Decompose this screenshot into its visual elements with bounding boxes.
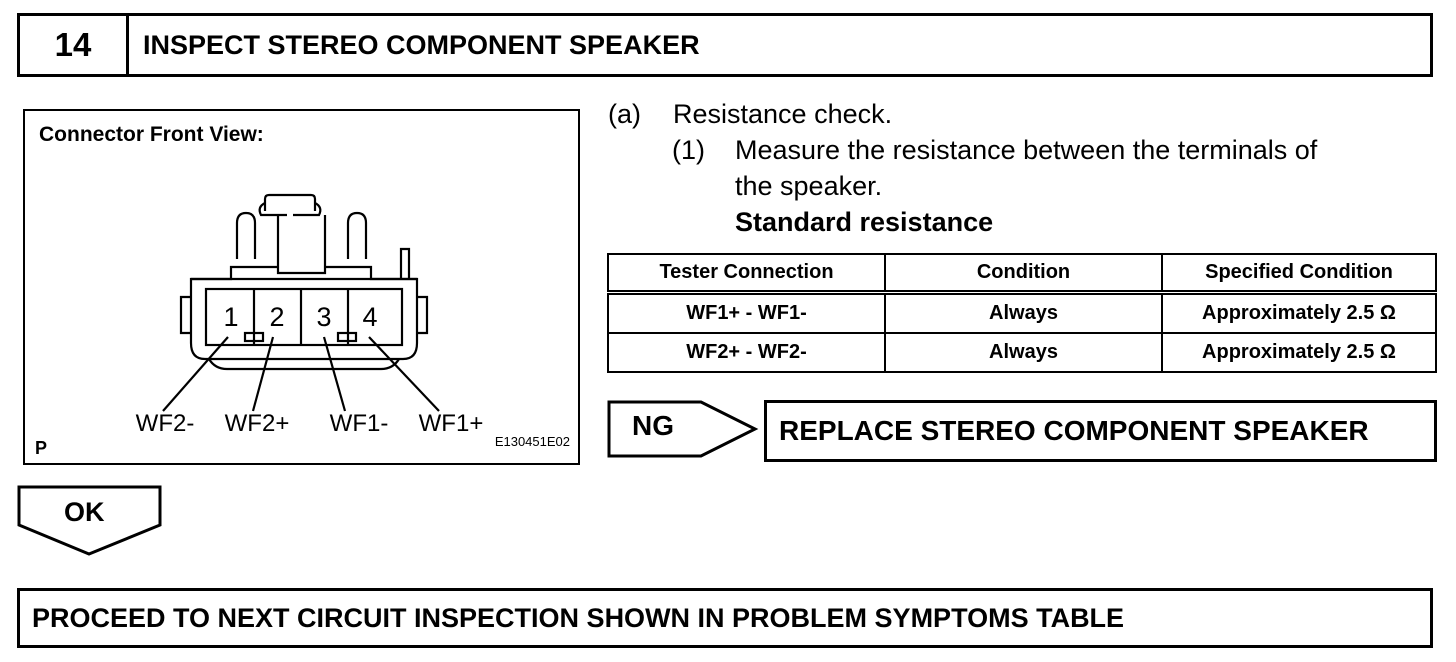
ng-action-box: REPLACE STEREO COMPONENT SPEAKER xyxy=(764,400,1437,462)
ok-action-box: PROCEED TO NEXT CIRCUIT INSPECTION SHOWN… xyxy=(17,588,1433,648)
cell-specified-condition: Approximately 2.5 Ω xyxy=(1161,332,1437,373)
wire-label-wf1-minus: WF1- xyxy=(330,410,389,437)
cell-tester-connection: WF1+ - WF1- xyxy=(607,290,886,334)
step-1-line2: the speaker. xyxy=(735,171,883,201)
figure-side-mark: P xyxy=(35,438,48,458)
cell-condition: Always xyxy=(884,290,1163,334)
step-number: 14 xyxy=(20,16,129,74)
standard-resistance-table: Tester Connection Condition Specified Co… xyxy=(607,253,1437,373)
connector-figure: 1 2 3 4 WF2- WF2+ WF1- WF1+ Connector Fr… xyxy=(23,109,580,465)
step-a-text: Resistance check. xyxy=(673,99,893,129)
wire-label-wf2-minus: WF2- xyxy=(136,410,195,437)
table-row: WF2+ - WF2- Always Approximately 2.5 Ω xyxy=(607,332,1437,373)
cell-specified-condition: Approximately 2.5 Ω xyxy=(1161,290,1437,334)
terminal-1: 1 xyxy=(223,302,238,332)
figure-title: Connector Front View: xyxy=(39,123,264,146)
figure-code: E130451E02 xyxy=(494,434,570,449)
step-1-line1: Measure the resistance between the termi… xyxy=(735,135,1318,165)
standard-resistance-heading: Standard resistance xyxy=(735,207,994,237)
table-header-row: Tester Connection Condition Specified Co… xyxy=(607,253,1437,294)
terminal-4: 4 xyxy=(362,302,377,332)
ng-label: NG xyxy=(632,410,674,441)
cell-tester-connection: WF2+ - WF2- xyxy=(607,332,886,373)
ok-arrow-icon xyxy=(17,485,162,556)
terminal-3: 3 xyxy=(316,302,331,332)
header-tester-connection: Tester Connection xyxy=(607,253,886,294)
header-specified-condition: Specified Condition xyxy=(1161,253,1437,294)
connector-diagram: 1 2 3 4 WF2- WF2+ WF1- WF1+ xyxy=(136,193,484,437)
ok-label: OK xyxy=(64,497,105,527)
wire-label-wf1-plus: WF1+ xyxy=(419,410,484,437)
wire-label-wf2-plus: WF2+ xyxy=(225,410,290,437)
cell-condition: Always xyxy=(884,332,1163,373)
header-condition: Condition xyxy=(884,253,1163,294)
step-title: INSPECT STEREO COMPONENT SPEAKER xyxy=(143,29,700,60)
step-a-marker: (a) xyxy=(608,99,641,129)
table-row: WF1+ - WF1- Always Approximately 2.5 Ω xyxy=(607,290,1437,334)
step-1-marker: (1) xyxy=(672,135,705,165)
step-header: 14 INSPECT STEREO COMPONENT SPEAKER xyxy=(17,13,1433,77)
ng-arrow-icon xyxy=(607,400,759,458)
terminal-2: 2 xyxy=(269,302,284,332)
